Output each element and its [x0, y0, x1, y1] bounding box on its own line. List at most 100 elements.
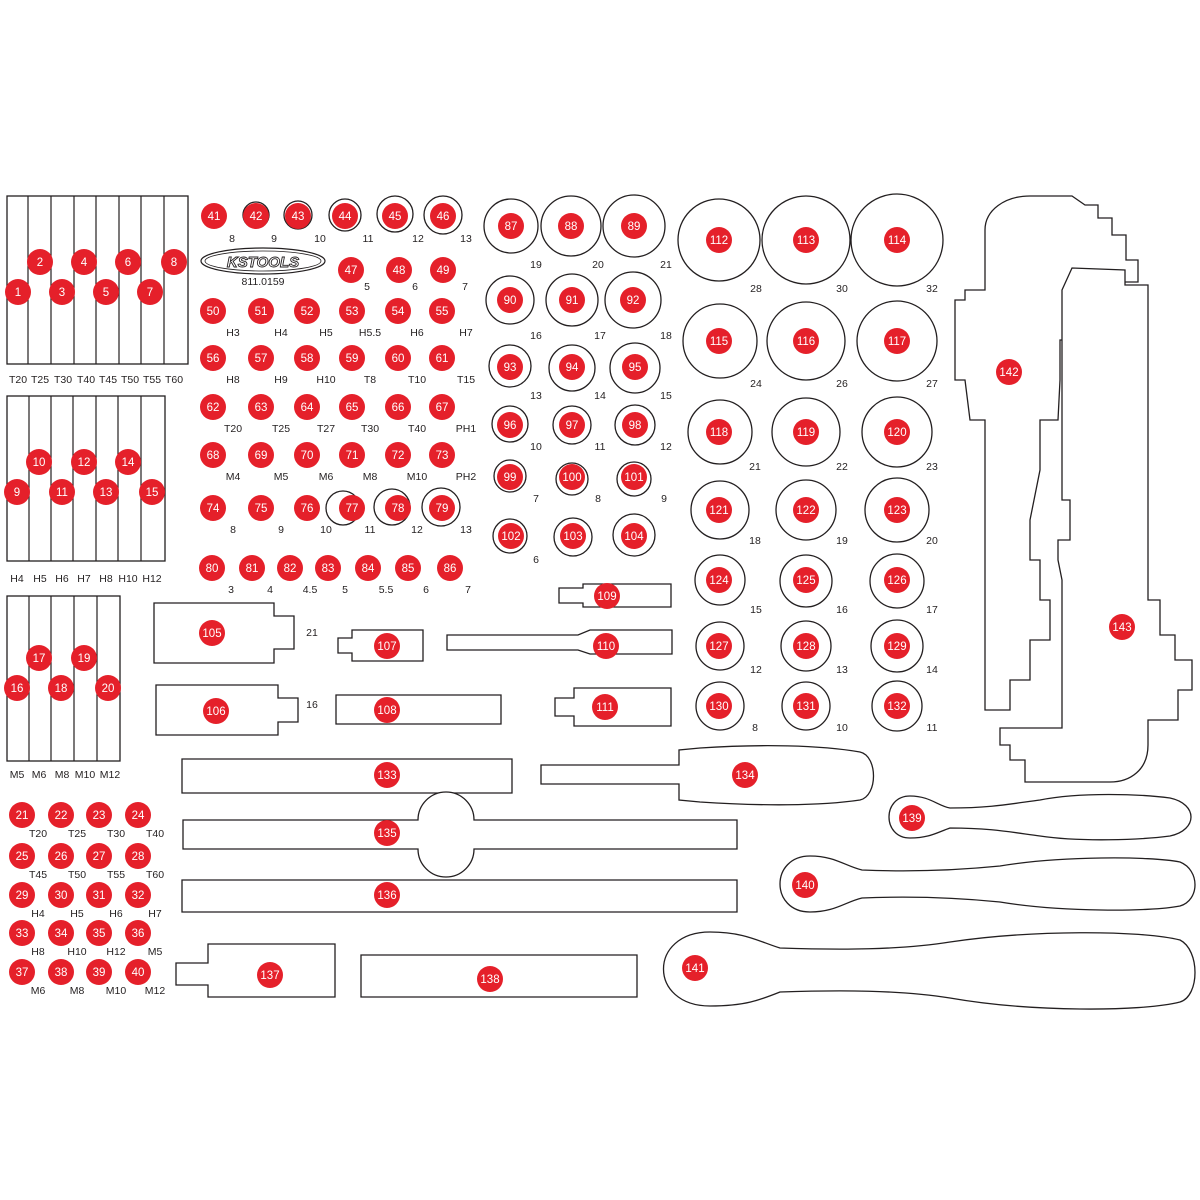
- badge-circle: [248, 442, 274, 468]
- badge-number: 134: [735, 770, 755, 782]
- position-badge-94: 94: [559, 354, 585, 380]
- badge-circle: [115, 249, 141, 275]
- badge-circle: [385, 495, 411, 521]
- size-label: H4: [31, 908, 45, 920]
- size-label: H7: [148, 908, 162, 920]
- position-badge-6: 6: [115, 249, 141, 275]
- badge-number: 2: [37, 257, 43, 269]
- badge-circle: [294, 442, 320, 468]
- badge-circle: [429, 495, 455, 521]
- position-badge-84: 84: [355, 555, 381, 581]
- product-code: 811.0159: [241, 276, 284, 288]
- position-badge-133: 133: [374, 762, 400, 788]
- position-badge-51: 51: [248, 298, 274, 324]
- size-label: M10: [407, 471, 428, 483]
- badge-circle: [706, 567, 732, 593]
- position-badge-120: 120: [884, 419, 910, 445]
- badge-circle: [86, 882, 112, 908]
- badge-circle: [26, 645, 52, 671]
- size-label: 6: [412, 281, 418, 293]
- badge-circle: [884, 567, 910, 593]
- badge-number: 15: [146, 487, 159, 499]
- size-label: M6: [319, 471, 334, 483]
- size-label: M12: [145, 985, 166, 997]
- badge-circle: [203, 698, 229, 724]
- position-badge-15: 15: [139, 479, 165, 505]
- badge-circle: [49, 479, 75, 505]
- badge-circle: [382, 203, 408, 229]
- badge-circle: [429, 298, 455, 324]
- size-label: M8: [55, 769, 70, 781]
- size-label: 22: [836, 461, 848, 473]
- badge-number: 92: [627, 295, 640, 307]
- badge-circle: [257, 962, 283, 988]
- size-label: H9: [274, 374, 288, 386]
- position-badge-42: 42: [243, 203, 269, 229]
- size-label: H4: [274, 327, 288, 339]
- badge-circle: [884, 328, 910, 354]
- badge-number: 6: [125, 257, 131, 269]
- badge-circle: [477, 966, 503, 992]
- badge-circle: [48, 843, 74, 869]
- badge-circle: [594, 583, 620, 609]
- badge-number: 139: [902, 813, 921, 825]
- size-label: 21: [660, 259, 672, 271]
- size-label: M4: [226, 471, 241, 483]
- position-badge-128: 128: [793, 633, 819, 659]
- size-label: M8: [70, 985, 85, 997]
- size-label: 10: [836, 722, 848, 734]
- badge-number: 123: [887, 505, 906, 517]
- size-label: T20: [9, 374, 27, 386]
- badge-circle: [294, 298, 320, 324]
- position-badge-143: 143: [1109, 614, 1135, 640]
- badge-circle: [793, 567, 819, 593]
- position-badge-33: 33: [9, 920, 35, 946]
- position-badge-127: 127: [706, 633, 732, 659]
- badge-number: 14: [122, 457, 135, 469]
- position-badge-53: 53: [339, 298, 365, 324]
- badge-circle: [884, 693, 910, 719]
- badge-circle: [48, 959, 74, 985]
- badge-circle: [125, 843, 151, 869]
- position-badge-106: 106: [203, 698, 229, 724]
- badge-number: 5: [103, 287, 109, 299]
- position-badge-92: 92: [620, 287, 646, 313]
- badge-circle: [497, 287, 523, 313]
- position-badge-8: 8: [161, 249, 187, 275]
- position-badge-115: 115: [706, 328, 732, 354]
- position-badge-47: 47: [338, 257, 364, 283]
- position-badge-135: 135: [374, 820, 400, 846]
- badge-number: 121: [709, 505, 728, 517]
- badge-number: 60: [392, 353, 405, 365]
- badge-circle: [199, 555, 225, 581]
- position-badge-29: 29: [9, 882, 35, 908]
- size-label: 10: [320, 524, 332, 536]
- position-badge-14: 14: [115, 449, 141, 475]
- position-badge-117: 117: [884, 328, 910, 354]
- badge-number: 93: [504, 362, 517, 374]
- size-label: 12: [411, 524, 423, 536]
- badge-circle: [4, 675, 30, 701]
- position-badge-122: 122: [793, 497, 819, 523]
- badge-circle: [9, 802, 35, 828]
- badge-circle: [593, 633, 619, 659]
- badge-number: 95: [629, 362, 642, 374]
- size-label: T8: [364, 374, 376, 386]
- badge-circle: [621, 213, 647, 239]
- badge-circle: [9, 959, 35, 985]
- size-label: T40: [408, 423, 426, 435]
- position-badge-88: 88: [558, 213, 584, 239]
- size-label: 19: [530, 259, 542, 271]
- size-label: 32: [926, 283, 938, 295]
- size-label: PH2: [456, 471, 477, 483]
- badge-circle: [339, 442, 365, 468]
- position-badge-3: 3: [49, 279, 75, 305]
- size-label: 13: [530, 390, 542, 402]
- badge-number: 90: [504, 295, 517, 307]
- position-badge-45: 45: [382, 203, 408, 229]
- position-badge-63: 63: [248, 394, 274, 420]
- size-label: 11: [927, 722, 938, 734]
- position-badge-19: 19: [71, 645, 97, 671]
- badge-number: 119: [797, 427, 815, 439]
